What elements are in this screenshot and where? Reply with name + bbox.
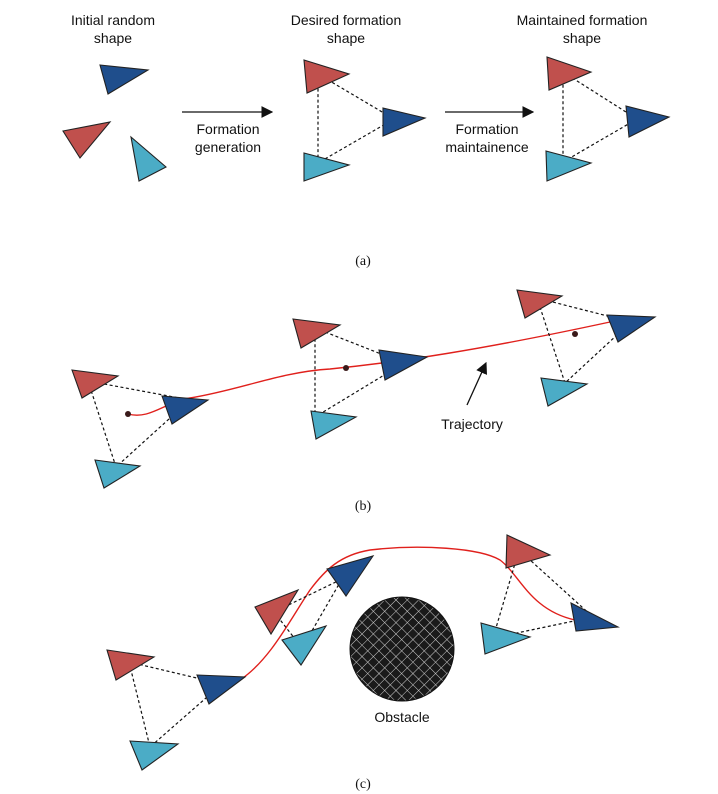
agent-dark-blue-initial	[99, 64, 150, 95]
formation-center-b3	[572, 331, 578, 337]
agent-light-blue-b1	[94, 459, 142, 489]
agent-dark-blue-c2	[326, 555, 375, 597]
agent-red-c3	[505, 534, 552, 569]
agent-red-maintained	[546, 56, 593, 91]
agent-red-b3	[516, 289, 564, 319]
agent-dark-blue-c3	[570, 602, 620, 632]
formation-b1-outline	[87, 380, 192, 469]
panel-a: Initial random shape Desired formation s…	[62, 12, 671, 269]
formation-c3-outline	[492, 548, 595, 639]
formation-b3-outline	[536, 297, 633, 385]
agent-light-blue-desired	[303, 152, 351, 182]
initial-shape-label-line1: Initial random	[71, 12, 155, 28]
agent-light-blue-c2	[281, 625, 328, 666]
agent-red-initial	[62, 121, 112, 159]
formation-c2-outline	[273, 577, 344, 650]
agent-dark-blue-desired	[382, 107, 427, 137]
formation-generation-label-line2: generation	[195, 139, 261, 155]
panel-c: Obstacle (c)	[106, 534, 620, 792]
maintained-shape-label-line2: shape	[563, 30, 601, 46]
agent-dark-blue-b3	[606, 314, 657, 343]
agent-red-c1	[106, 649, 156, 681]
initial-shape-label-line2: shape	[94, 30, 132, 46]
caption-b: (b)	[355, 499, 372, 514]
formation-generation-label-line1: Formation	[196, 121, 259, 137]
formation-c1-outline	[128, 661, 224, 749]
agent-light-blue-b2	[310, 410, 358, 440]
agent-light-blue-c3	[480, 622, 532, 655]
maintained-formation-outline	[562, 70, 639, 164]
agent-light-blue-initial	[130, 135, 167, 182]
panel-b: Trajectory (b)	[71, 289, 657, 514]
agent-dark-blue-c1	[196, 674, 247, 705]
agent-light-blue-c1	[129, 740, 180, 771]
formation-maintenance-label-line1: Formation	[455, 121, 518, 137]
trajectory-curve-c	[239, 546, 576, 681]
agent-red-c2	[254, 588, 300, 636]
maintained-shape-label-line1: Maintained formation	[517, 12, 648, 28]
desired-shape-label-line1: Desired formation	[291, 12, 402, 28]
obstacle-label: Obstacle	[374, 709, 429, 725]
formation-maintenance-label-line2: maintainence	[445, 139, 528, 155]
formation-b2-outline	[314, 327, 406, 419]
caption-a: (a)	[355, 254, 371, 269]
agent-red-desired	[303, 59, 351, 94]
obstacle-circle	[349, 596, 455, 702]
caption-c: (c)	[355, 777, 371, 792]
agent-light-blue-b3	[540, 377, 589, 407]
formation-center-b2	[343, 365, 349, 371]
agent-dark-blue-b1	[161, 395, 210, 425]
trajectory-pointer-arrow	[466, 361, 487, 406]
agent-dark-blue-maintained	[625, 105, 671, 138]
agent-light-blue-maintained	[545, 150, 593, 182]
agent-red-b2	[292, 318, 342, 349]
trajectory-label: Trajectory	[441, 416, 503, 432]
formation-center-b1	[125, 411, 131, 417]
agent-red-b1	[71, 369, 120, 399]
desired-formation-outline	[317, 72, 396, 165]
agent-dark-blue-b2	[378, 349, 429, 381]
desired-shape-label-line2: shape	[327, 30, 365, 46]
